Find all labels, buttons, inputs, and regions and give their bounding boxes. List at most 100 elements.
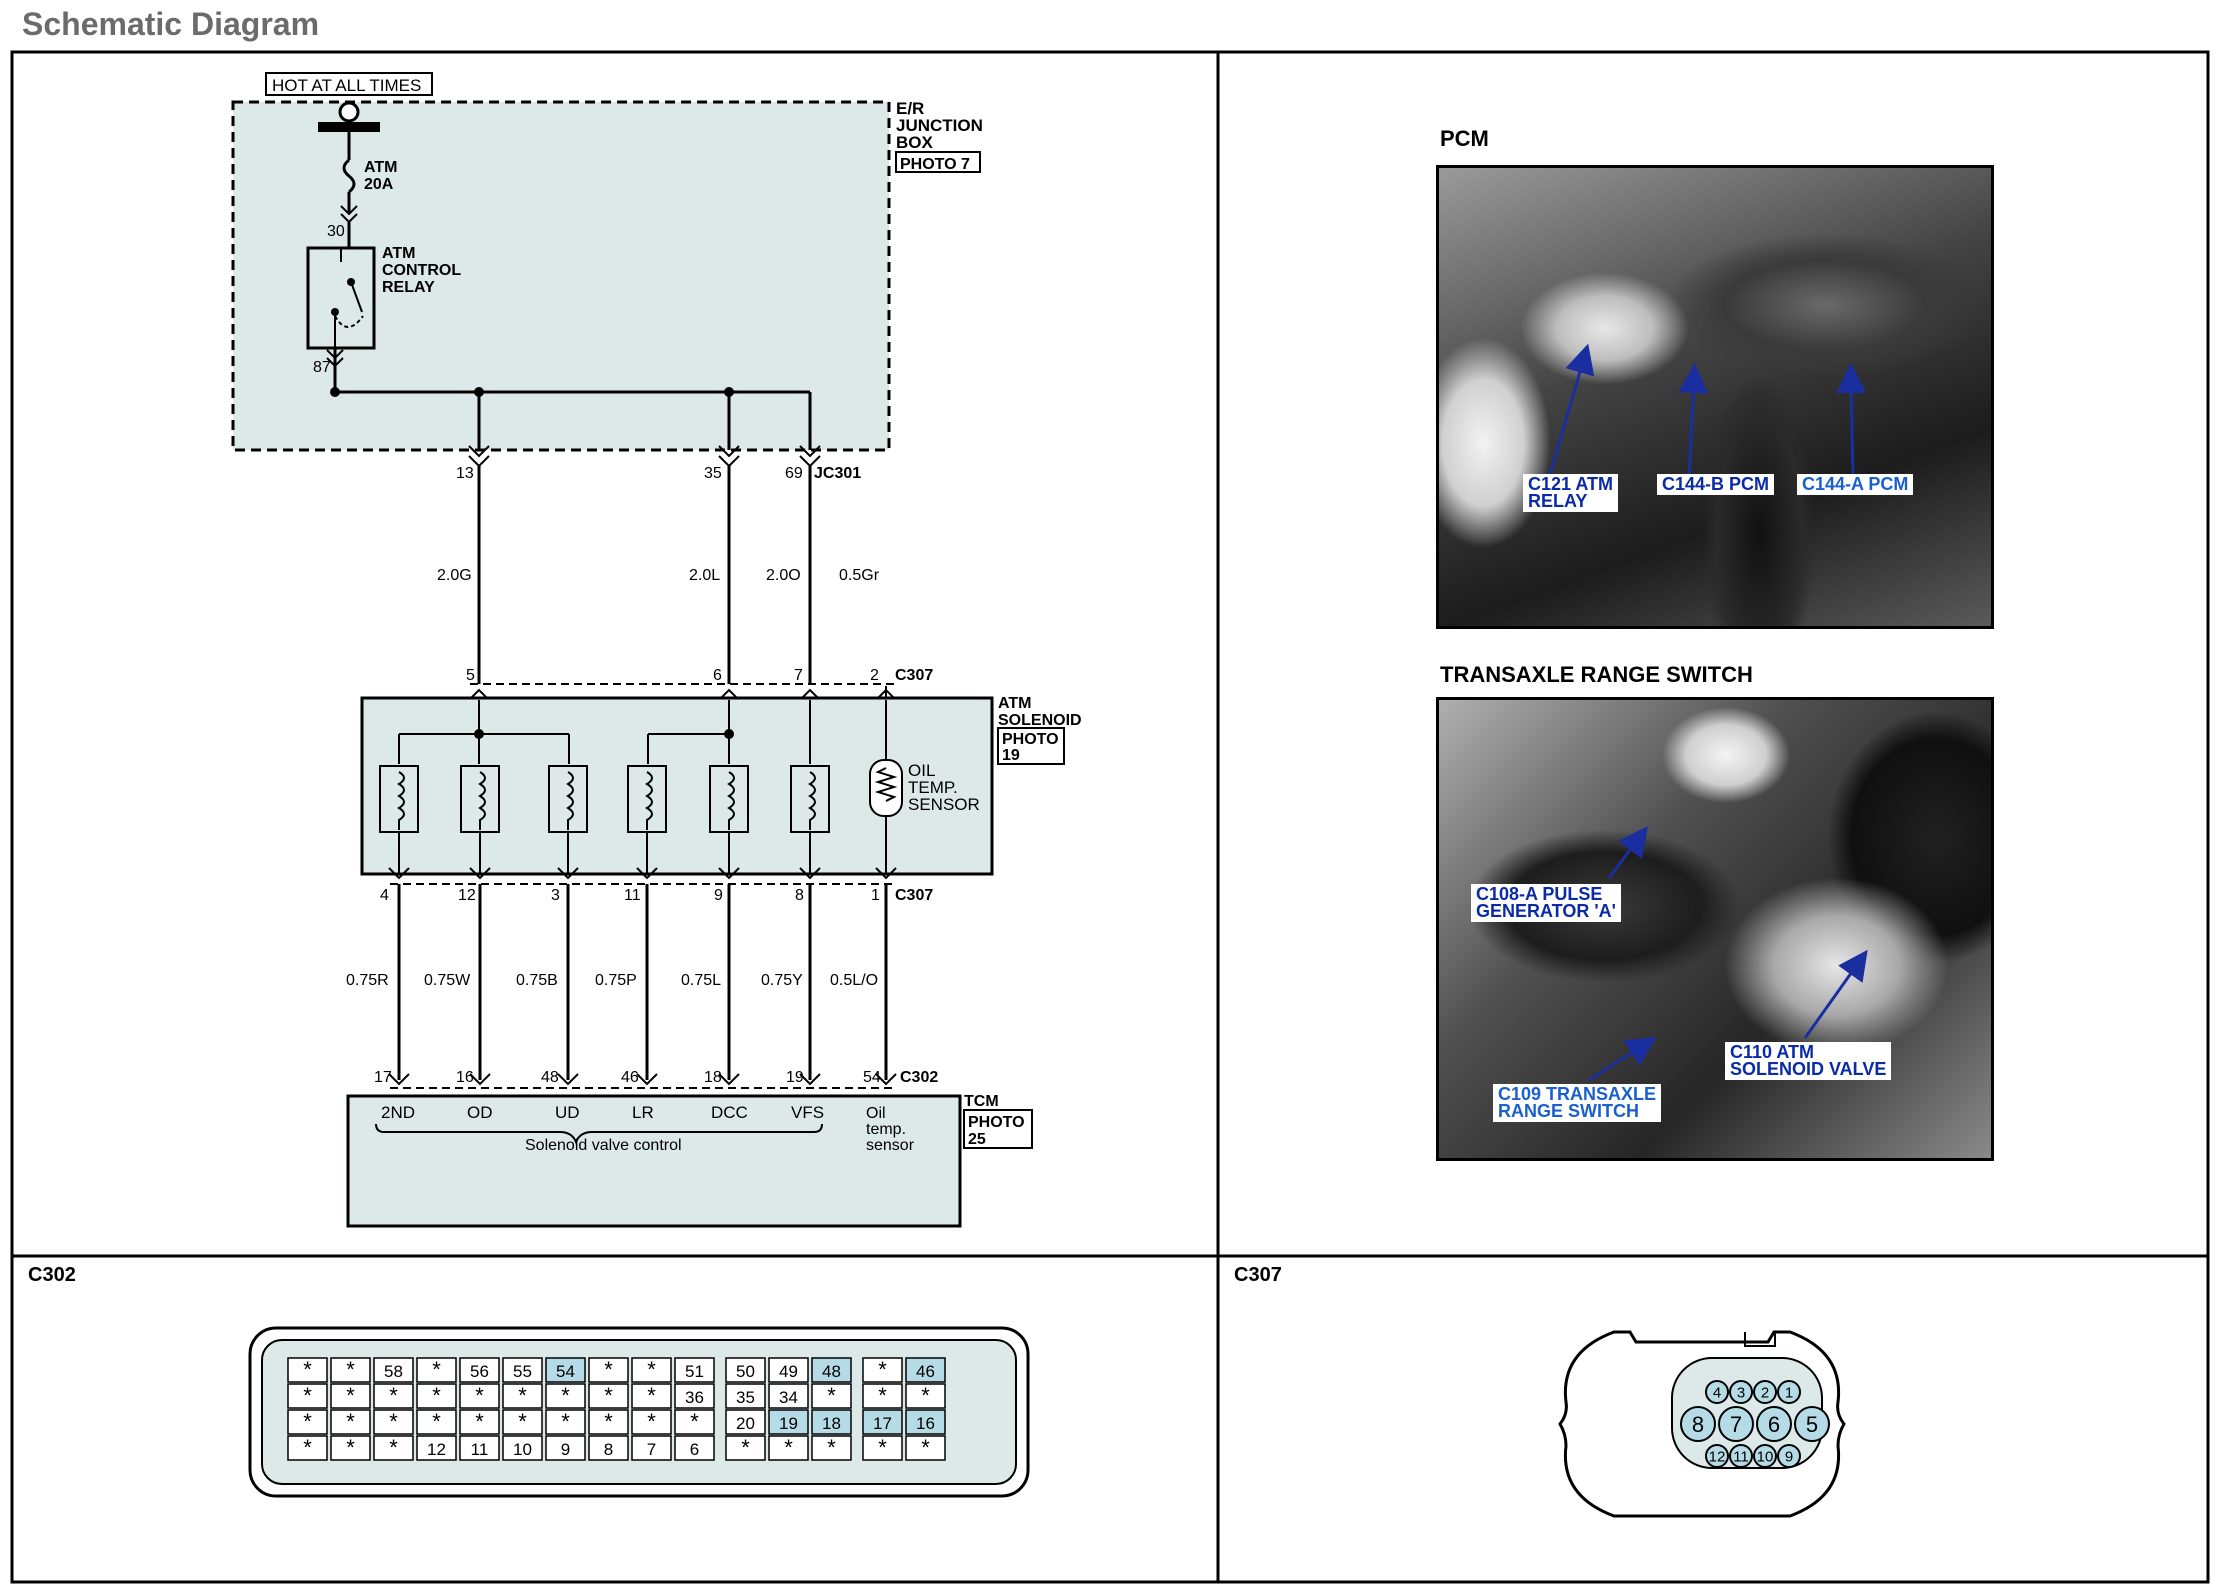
callout-c110: C110 ATM SOLENOID VALVE xyxy=(1725,1042,1892,1080)
c302-pin-label: * xyxy=(878,1357,887,1382)
c302-pin-label: 6 xyxy=(690,1440,699,1459)
lower-wires xyxy=(397,884,888,1080)
c302-pin-cell xyxy=(811,1435,852,1461)
c302-pin-cell xyxy=(588,1409,629,1435)
jb-pin-35: 35 xyxy=(704,465,722,482)
c302-pin-cell xyxy=(768,1357,809,1383)
tcm-name: TCM xyxy=(964,1093,999,1110)
pcm-photo: C121 ATM RELAY C144-B PCM C144-A PCM xyxy=(1436,165,1994,629)
c302-pin-label: * xyxy=(475,1409,484,1434)
tcm-sensor-3: sensor xyxy=(866,1137,915,1154)
wire-label-2.0O: 2.0O xyxy=(766,567,801,584)
c302-pin-cell xyxy=(862,1435,903,1461)
c302-pin-label: * xyxy=(604,1383,613,1408)
atm-control-relay xyxy=(306,246,376,350)
c302-pin-label: * xyxy=(346,1435,355,1460)
c302-pin-cell xyxy=(905,1357,946,1383)
c302-pin-label: * xyxy=(518,1383,527,1408)
tcm-photo-box xyxy=(963,1109,1033,1149)
c302-pin-cell xyxy=(905,1383,946,1409)
c307-pin-cell xyxy=(1777,1444,1801,1468)
jb-pin-13: 13 xyxy=(456,465,474,482)
coil-icons xyxy=(397,771,816,830)
c302-pin-cell xyxy=(811,1383,852,1409)
c307-pin-cell xyxy=(1680,1406,1716,1442)
relay-name-3: RELAY xyxy=(382,279,435,296)
wire-label-0.75Y: 0.75Y xyxy=(761,972,803,989)
c302-pin-label: 35 xyxy=(736,1388,755,1407)
c302-pin-cell xyxy=(502,1435,543,1461)
c302-pin-cell xyxy=(811,1409,852,1435)
c302-pin-cell xyxy=(287,1409,328,1435)
solenoid-name-1: ATM xyxy=(998,695,1031,712)
callout-c144b: C144-B PCM xyxy=(1657,474,1775,495)
c302-pin-label: * xyxy=(389,1383,398,1408)
c307-pin-label: 5 xyxy=(1806,1412,1818,1437)
sensor-label-2: TEMP. xyxy=(908,778,958,797)
c302-pin-label: * xyxy=(346,1383,355,1408)
c302-pin-cell xyxy=(287,1383,328,1409)
tcm-group-brace xyxy=(375,1123,823,1145)
c302-pin-cell xyxy=(631,1357,672,1383)
c307-pin-1: 1 xyxy=(871,887,880,904)
c302-pin-cell xyxy=(588,1357,629,1383)
c302-pin-label: * xyxy=(432,1357,441,1382)
c302-pin-label: 34 xyxy=(779,1388,798,1407)
c302-pin-cell xyxy=(416,1383,457,1409)
c307-pin-11: 11 xyxy=(624,887,641,904)
c302-pin-cell xyxy=(459,1409,500,1435)
wire-label-2.0L: 2.0L xyxy=(689,567,720,584)
c302-pin-label: * xyxy=(878,1383,887,1408)
pcm-photo-title: PCM xyxy=(1440,126,1489,151)
c302-pin-label: * xyxy=(389,1435,398,1460)
callout-c109: C109 TRANSAXLE RANGE SWITCH xyxy=(1493,1084,1662,1122)
c302-pin-label: * xyxy=(561,1383,570,1408)
c302-pin-label: 12 xyxy=(427,1440,446,1459)
c302-pin-label: * xyxy=(303,1435,312,1460)
wire-label-2.0G: 2.0G xyxy=(437,567,472,584)
solenoid-photo-box xyxy=(997,727,1065,765)
c302-pin-label: * xyxy=(432,1409,441,1434)
wire-label-0.75L: 0.75L xyxy=(681,972,721,989)
fuse-rating: 20A xyxy=(364,176,394,193)
c302-pin-cell xyxy=(631,1435,672,1461)
c302-pin-cell xyxy=(502,1383,543,1409)
c307-pin-label: 4 xyxy=(1713,1384,1721,1401)
c307-pin-label: 8 xyxy=(1692,1412,1704,1437)
jb-pin-69: 69 xyxy=(785,465,803,482)
wire-label-0.75B: 0.75B xyxy=(516,972,558,989)
relay-pin-30: 30 xyxy=(327,223,345,240)
c302-pin-cell xyxy=(502,1357,543,1383)
c307-pin-cell xyxy=(1705,1380,1729,1404)
tcm-term-lr: LR xyxy=(632,1103,654,1122)
c307-pin-label: 12 xyxy=(1709,1448,1726,1465)
c302-pin-cell xyxy=(674,1357,715,1383)
c307-pin-9: 9 xyxy=(714,887,723,904)
tcm-term-dcc: DCC xyxy=(711,1103,748,1122)
sensor-label-1: OIL xyxy=(908,761,935,780)
c302-pin-cell xyxy=(545,1435,586,1461)
jb-connector-label: JC301 xyxy=(814,465,861,482)
c307-pin-12: 12 xyxy=(458,887,476,904)
power-source-icon xyxy=(338,101,360,123)
c302-pin-label: * xyxy=(604,1409,613,1434)
tcm-group-label: Solenoid valve control xyxy=(525,1137,682,1154)
c302-pin-label: * xyxy=(741,1435,750,1460)
c302-pin-cell xyxy=(631,1383,672,1409)
c302-pin-cell xyxy=(416,1409,457,1435)
c302-pin-label: * xyxy=(303,1383,312,1408)
c302-pin-cell xyxy=(862,1409,903,1435)
c307-pin-cell xyxy=(1777,1380,1801,1404)
c302-pin-cell xyxy=(545,1409,586,1435)
bus-bar xyxy=(318,122,380,132)
c302-pin-cell xyxy=(768,1383,809,1409)
hot-label: HOT AT ALL TIMES xyxy=(272,76,421,95)
c307-pin-8: 8 xyxy=(795,887,804,904)
c302-pin-label: * xyxy=(647,1383,656,1408)
c302-pin-label: * xyxy=(303,1409,312,1434)
trs-photo-title: TRANSAXLE RANGE SWITCH xyxy=(1440,662,1753,687)
c302-pin-48: 48 xyxy=(541,1069,559,1086)
c307-title: C307 xyxy=(1234,1264,1282,1286)
c307-pin-2: 2 xyxy=(870,667,879,684)
c307-pin-label: 6 xyxy=(1768,1412,1780,1437)
